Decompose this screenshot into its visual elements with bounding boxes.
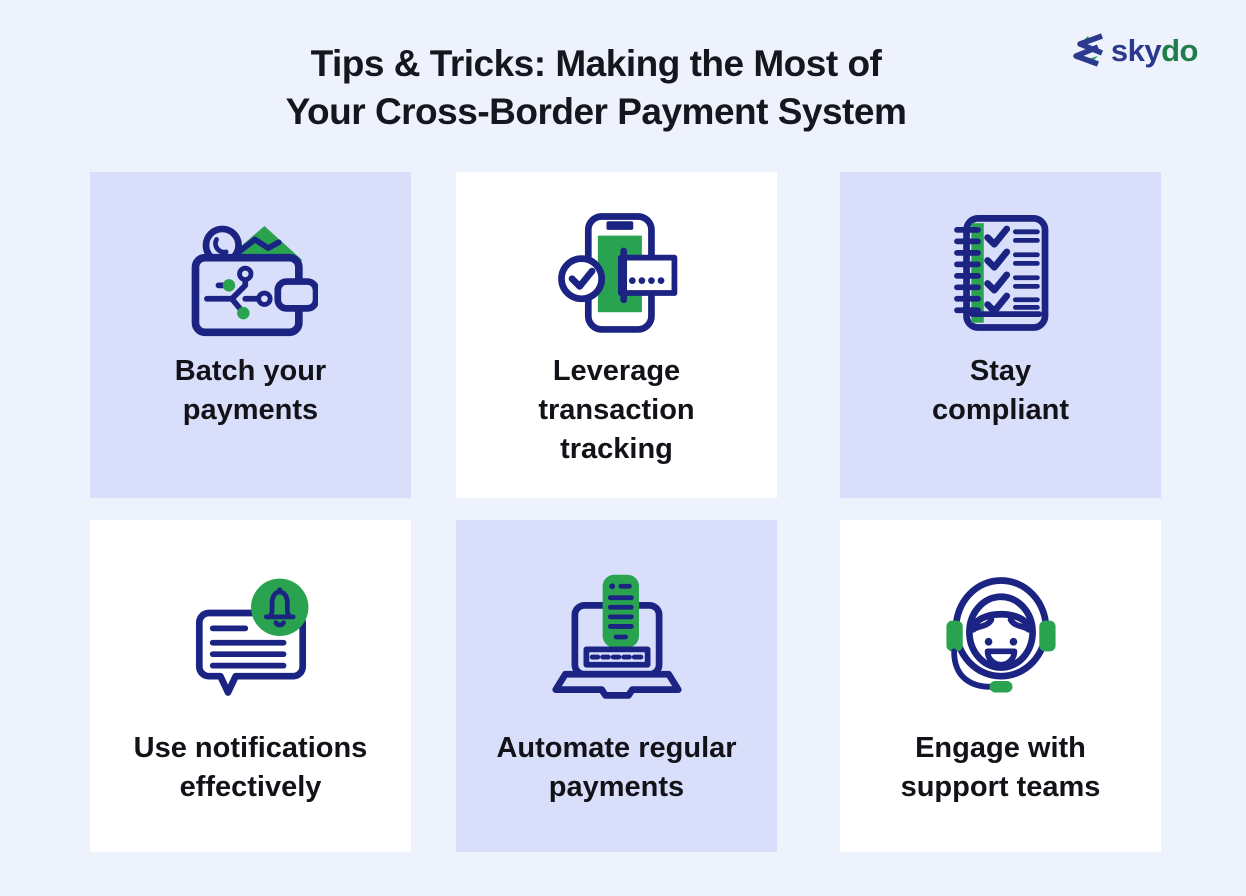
card-label-automate-payments: Automate regular payments [496, 732, 737, 803]
card-label-support-teams: Engage with support teams [900, 732, 1101, 803]
skydo-wordmark: skydo [1110, 32, 1199, 68]
card-label-stay-compliant: Stay compliant [932, 355, 1069, 426]
wallet-batch-icon [184, 204, 318, 339]
support-agent-icon [934, 568, 1068, 703]
page-title-line2: Your Cross-Border Payment System [285, 91, 907, 132]
card-batch-payments: Batch your payments [90, 172, 411, 498]
compliance-checklist-icon [934, 204, 1068, 339]
page-title-line1: Tips & Tricks: Making the Most of [310, 43, 882, 84]
card-automate-payments: Automate regular payments [456, 520, 777, 852]
card-support-teams: Engage with support teams [840, 520, 1161, 852]
card-label-notifications: Use notifications effectively [133, 732, 368, 803]
skydo-chevron-icon [1073, 33, 1103, 67]
skydo-logo: skydo [1071, 31, 1198, 69]
card-notifications: Use notifications effectively [90, 520, 411, 852]
page-title: Tips & Tricks: Making the Most of Your C… [0, 40, 1192, 136]
notification-bell-icon [184, 568, 318, 703]
phone-tracking-icon [550, 204, 684, 339]
laptop-automation-icon [550, 568, 684, 703]
card-stay-compliant: Stay compliant [840, 172, 1161, 498]
card-transaction-tracking: Leverage transaction tracking [456, 172, 777, 498]
card-label-transaction-tracking: Leverage transaction tracking [538, 355, 695, 465]
card-label-batch-payments: Batch your payments [174, 355, 327, 426]
